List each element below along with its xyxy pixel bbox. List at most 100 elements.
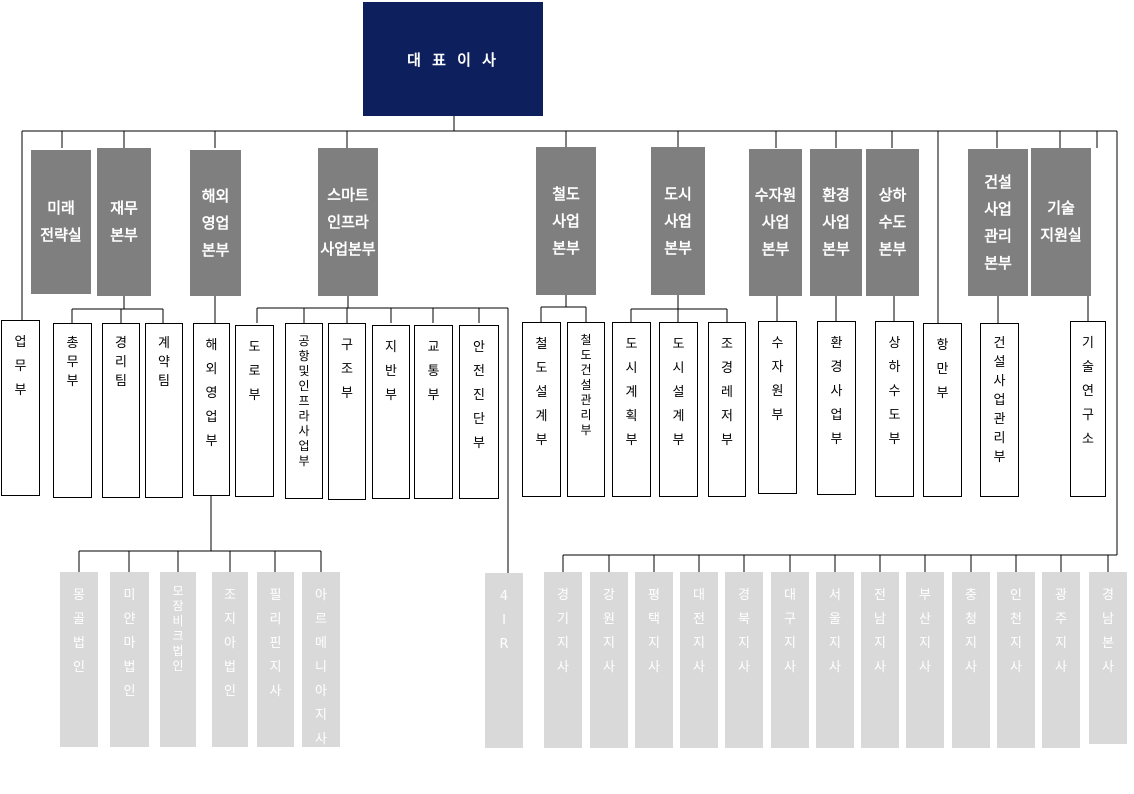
department-dosi-gyehoek: 도 시 계 획 부 <box>612 322 651 497</box>
division-jaemu: 재무 본부 <box>97 148 151 296</box>
department-jogyeong-label: 조 경 레 저 부 <box>721 337 733 448</box>
branch-gyeongbuk: 경 북 지 사 <box>725 572 763 748</box>
ceo-box: 대 표 이 사 <box>363 2 543 116</box>
department-hwangyeong-bu-label: 환 경 사 업 부 <box>830 336 843 447</box>
branch-daegu-label: 대 구 지 사 <box>784 588 796 675</box>
department-dosi-seolgye-label: 도 시 설 계 부 <box>672 337 685 448</box>
department-hangman: 항 만 부 <box>923 323 962 497</box>
branch-jeonnam-label: 전 남 지 사 <box>874 588 886 675</box>
division-hwangyeong-label: 환경 사업 본부 <box>822 186 850 258</box>
department-cheoldo-seolgye: 철 도 설 계 부 <box>522 322 561 497</box>
department-gisul-yeonguso: 기 술 연 구 소 <box>1070 321 1106 497</box>
department-sujawon-bu: 수 자 원 부 <box>758 321 797 494</box>
branch-busan-label: 부 산 지 사 <box>919 588 931 675</box>
division-mirae: 미래 전략실 <box>31 150 91 294</box>
department-gujo: 구 조 부 <box>328 323 366 500</box>
department-gyeyak-label: 계 약 팀 <box>158 336 170 389</box>
branch-pyeongtaek: 평 택 지 사 <box>635 572 673 748</box>
department-eopmu-label: 업 무 부 <box>14 335 27 398</box>
division-dosi-label: 도시 사업 본부 <box>664 184 692 257</box>
branch-gyeongnam-label: 경 남 본 사 <box>1102 588 1114 675</box>
branch-incheon: 인 천 지 사 <box>997 572 1035 748</box>
branch-gyeonggi-label: 경 기 지 사 <box>557 588 569 675</box>
department-jiban: 지 반 부 <box>372 325 410 499</box>
division-geonseol: 건설 사업 관리 본부 <box>968 149 1028 296</box>
branch-seoul: 서 울 지 사 <box>816 572 854 748</box>
branch-philippines: 필 리 핀 지 사 <box>257 572 294 747</box>
branch-mongol-label: 몽 골 법 인 <box>73 588 85 675</box>
division-mirae-label: 미래 전략실 <box>40 199 82 244</box>
department-gonghang: 공 항 및 인 프 라 사 업 부 <box>285 323 323 499</box>
department-gyeyak: 계 약 팀 <box>145 323 183 498</box>
department-gyotong: 교 통 부 <box>414 325 453 499</box>
department-gyeongri: 경 리 팀 <box>102 323 140 498</box>
department-hangman-label: 항 만 부 <box>936 338 949 401</box>
department-anjeon-label: 안 전 진 단 부 <box>473 340 485 451</box>
division-sangha-label: 상하 수도 본부 <box>878 186 907 258</box>
department-gujo-label: 구 조 부 <box>341 338 353 401</box>
branch-mozambique-label: 모 잠 비 크 법 인 <box>172 584 184 673</box>
branch-gangwon-label: 강 원 지 사 <box>603 588 615 675</box>
division-dosi: 도시 사업 본부 <box>651 147 705 295</box>
department-geonseol-bu: 건 설 사 업 관 리 부 <box>980 323 1019 497</box>
department-dosi-gyehoek-label: 도 시 계 획 부 <box>625 337 638 448</box>
division-smart: 스마트 인프라 사업본부 <box>318 148 378 296</box>
department-hwangyeong-bu: 환 경 사 업 부 <box>817 321 856 495</box>
division-smart-label: 스마트 인프라 사업본부 <box>320 185 376 258</box>
branch-georgia-label: 조 지 아 법 인 <box>224 588 236 699</box>
branch-myanmar-label: 미 얀 마 법 인 <box>123 588 136 699</box>
division-gisul: 기술 지원실 <box>1031 148 1091 296</box>
division-haeoe-label: 해외 영업 본부 <box>201 186 230 259</box>
branch-armenia-label: 아 르 메 니 아 지 사 <box>315 588 327 747</box>
unit-4ir: 4 I R <box>485 573 523 748</box>
unit-4ir-label: 4 I R <box>499 589 509 652</box>
department-chongmu-label: 총 무 부 <box>66 336 79 389</box>
department-gonghang-label: 공 항 및 인 프 라 사 업 부 <box>298 334 310 468</box>
department-sangha-bu-label: 상 하 수 도 부 <box>888 336 901 447</box>
branch-georgia: 조 지 아 법 인 <box>212 572 248 747</box>
division-geonseol-label: 건설 사업 관리 본부 <box>984 172 1012 272</box>
division-hwangyeong: 환경 사업 본부 <box>810 149 862 296</box>
department-sangha-bu: 상 하 수 도 부 <box>875 321 914 497</box>
branch-daejeon: 대 전 지 사 <box>680 572 718 748</box>
branch-mozambique: 모 잠 비 크 법 인 <box>160 572 196 747</box>
department-haeoe-yeongeop: 해 외 영 업 부 <box>193 323 230 496</box>
branch-gwangju: 광 주 지 사 <box>1042 572 1080 748</box>
division-jaemu-label: 재무 본부 <box>110 199 138 244</box>
branch-incheon-label: 인 천 지 사 <box>1010 588 1022 675</box>
branch-chungcheong: 충 청 지 사 <box>952 572 990 748</box>
branch-gyeonggi: 경 기 지 사 <box>544 572 582 748</box>
branch-gyeongbuk-label: 경 북 지 사 <box>738 588 750 675</box>
branch-daejeon-label: 대 전 지 사 <box>693 588 705 675</box>
branch-gwangju-label: 광 주 지 사 <box>1055 588 1067 675</box>
branch-gangwon: 강 원 지 사 <box>590 572 628 748</box>
division-sangha: 상하 수도 본부 <box>866 149 919 296</box>
branch-philippines-label: 필 리 핀 지 사 <box>269 588 282 699</box>
branch-gyeongnam: 경 남 본 사 <box>1089 572 1127 744</box>
branch-daegu: 대 구 지 사 <box>771 572 809 748</box>
department-eopmu: 업 무 부 <box>1 320 40 496</box>
department-anjeon: 안 전 진 단 부 <box>459 325 499 499</box>
department-cheoldo-seolgye-label: 철 도 설 계 부 <box>535 337 548 448</box>
department-gisul-yeonguso-label: 기 술 연 구 소 <box>1082 336 1094 447</box>
department-doro-label: 도 로 부 <box>248 340 261 403</box>
department-gyotong-label: 교 통 부 <box>427 340 440 403</box>
department-doro: 도 로 부 <box>235 325 274 497</box>
department-sujawon-bu-label: 수 자 원 부 <box>771 336 784 423</box>
division-cheoldo-label: 철도 사업 본부 <box>552 184 580 257</box>
ceo-box-label: 대 표 이 사 <box>407 50 499 69</box>
branch-busan: 부 산 지 사 <box>906 572 944 748</box>
division-cheoldo: 철도 사업 본부 <box>536 147 596 295</box>
division-haeoe: 해외 영업 본부 <box>190 150 241 296</box>
department-jiban-label: 지 반 부 <box>385 340 397 403</box>
branch-jeonnam: 전 남 지 사 <box>861 572 899 748</box>
branch-pyeongtaek-label: 평 택 지 사 <box>648 588 660 675</box>
branch-mongol: 몽 골 법 인 <box>60 572 98 747</box>
department-dosi-seolgye: 도 시 설 계 부 <box>659 322 698 497</box>
branch-myanmar: 미 얀 마 법 인 <box>110 572 149 747</box>
division-sujawon: 수자원 사업 본부 <box>749 149 802 296</box>
branch-chungcheong-label: 충 청 지 사 <box>965 588 977 675</box>
branch-armenia: 아 르 메 니 아 지 사 <box>302 572 340 747</box>
division-sujawon-label: 수자원 사업 본부 <box>754 186 797 258</box>
